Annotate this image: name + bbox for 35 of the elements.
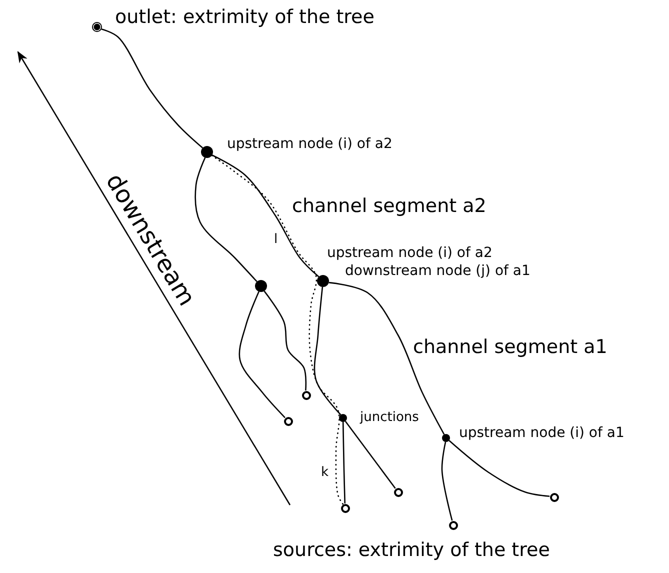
river-branch <box>344 420 396 489</box>
source-point <box>340 504 350 512</box>
river-branch <box>342 422 346 504</box>
flow-path <box>211 154 344 505</box>
outlet-point <box>92 22 102 32</box>
node-label: junctions <box>360 411 419 426</box>
source-point <box>448 520 458 530</box>
node-label: upstream node (i) of a2 <box>227 136 392 152</box>
sources-label: sources: extrimity of the tree <box>273 540 550 562</box>
source-point <box>284 416 292 426</box>
river-branch <box>448 440 550 497</box>
river-branch <box>314 286 342 416</box>
junction-point <box>442 434 450 442</box>
node-label: upstream node (i) of a2 <box>327 245 492 262</box>
source-point <box>394 488 402 496</box>
river-branch <box>328 282 445 435</box>
river-branch <box>441 442 453 521</box>
edge-label: channel segment a2 <box>292 196 486 218</box>
junction-point <box>201 146 213 158</box>
source-point <box>302 390 310 400</box>
junction-point <box>317 275 329 287</box>
river-branch <box>238 291 286 418</box>
junction-point <box>339 414 347 422</box>
edge-label: channel segment a1 <box>413 337 608 359</box>
length-label: l <box>274 233 278 248</box>
river-branch <box>101 28 204 148</box>
river-branch <box>264 290 307 391</box>
node-label: upstream node (i) of a1 <box>459 425 624 442</box>
river-branch <box>212 154 320 278</box>
length-label: k <box>321 466 329 481</box>
junction-point <box>255 280 267 292</box>
river-branch <box>194 157 258 282</box>
source-point <box>550 492 558 502</box>
node-label: downstream node (j) of a1 <box>345 263 530 280</box>
node-label: outlet: extrimity of the tree <box>115 7 374 29</box>
